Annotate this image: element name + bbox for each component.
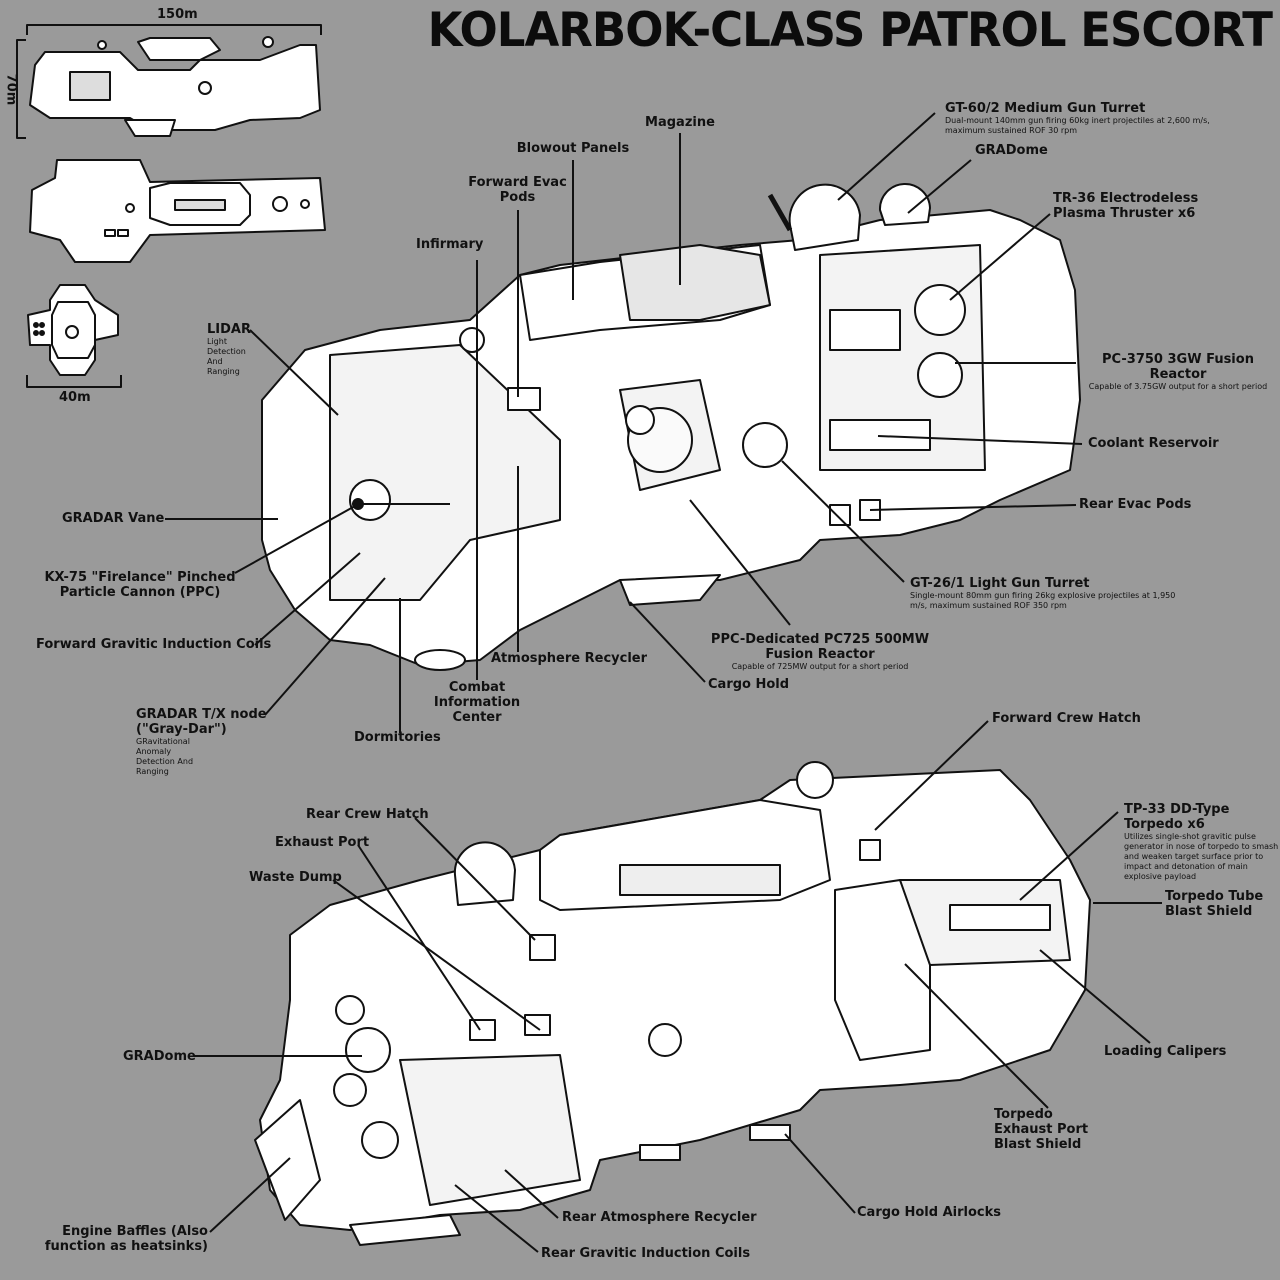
top-view: [29, 159, 326, 263]
dimension-bar-width: [26, 375, 122, 388]
label-gt60-turret: GT-60/2 Medium Gun Turret Dual-mount 140…: [945, 101, 1215, 136]
label-rear-atmosphere-recycler: Rear Atmosphere Recycler: [562, 1210, 757, 1225]
label-atmosphere-recycler: Atmosphere Recycler: [491, 651, 648, 666]
label-pc3750-reactor: PC-3750 3GW Fusion Reactor Capable of 3.…: [1078, 352, 1278, 392]
label-waste-dump: Waste Dump: [249, 870, 342, 885]
label-gradome-upper: GRADome: [975, 143, 1048, 158]
label-rear-evac-pods: Rear Evac Pods: [1079, 497, 1192, 512]
label-gradome-lower: GRADome: [123, 1049, 196, 1064]
page-title: KOLARBOK-CLASS PATROL ESCORT: [427, 2, 1273, 58]
dimension-bar-height: [16, 39, 26, 139]
label-gradar-node: GRADAR T/X node ("Gray-Dar") GRavitation…: [136, 707, 267, 776]
label-forward-gravitic-coils: Forward Gravitic Induction Coils: [36, 637, 272, 652]
label-coolant-reservoir: Coolant Reservoir: [1088, 436, 1219, 451]
label-ppc-reactor: PPC-Dedicated PC725 500MW Fusion Reactor…: [705, 632, 935, 672]
label-infirmary: Infirmary: [416, 237, 484, 252]
label-forward-crew-hatch: Forward Crew Hatch: [992, 711, 1141, 726]
label-gt26-desc: Single-mount 80mm gun firing 26kg explos…: [910, 591, 1176, 610]
label-magazine: Magazine: [645, 115, 715, 130]
label-pc3750-desc: Capable of 3.75GW output for a short per…: [1088, 382, 1268, 391]
label-loading-calipers: Loading Calipers: [1104, 1044, 1227, 1059]
leader-lines: [165, 112, 1162, 1253]
label-exhaust-port: Exhaust Port: [275, 835, 370, 850]
label-blowout-panels: Blowout Panels: [516, 141, 630, 156]
label-tp33-desc: Utilizes single-shot gravitic pulse gene…: [1124, 832, 1279, 881]
label-engine-baffles: Engine Baffles (Also function as heatsin…: [44, 1224, 208, 1254]
label-gradar-vane: GRADAR Vane: [62, 511, 165, 526]
label-dormitories: Dormitories: [354, 730, 441, 745]
side-view: [29, 36, 321, 137]
label-gt60-desc: Dual-mount 140mm gun firing 60kg inert p…: [945, 116, 1210, 135]
label-cargo-hold-airlocks: Cargo Hold Airlocks: [857, 1205, 1001, 1220]
rear-quarter-ship: [254, 761, 1091, 1246]
label-torpedo-tube-blast-shield: Torpedo Tube Blast Shield: [1165, 889, 1264, 919]
label-tr36-thruster: TR-36 Electrodeless Plasma Thruster x6: [1053, 191, 1199, 221]
dimension-bar-length: [26, 24, 322, 35]
label-lidar: LIDAR Light Detection And Ranging: [207, 322, 267, 377]
dimension-width: 40m: [59, 390, 91, 405]
dimension-height: 70m: [3, 73, 19, 106]
cutaway-ship: [261, 183, 1081, 671]
label-lidar-desc: Light Detection And Ranging: [207, 337, 246, 376]
label-forward-evac-pods: Forward Evac Pods: [468, 175, 567, 205]
label-kx75-ppc: KX-75 "Firelance" Pinched Particle Canno…: [44, 570, 236, 600]
label-gt26-turret: GT-26/1 Light Gun Turret Single-mount 80…: [910, 576, 1180, 611]
dimension-length: 150m: [157, 7, 198, 22]
front-view: [27, 284, 119, 376]
label-cargo-hold: Cargo Hold: [708, 677, 790, 692]
label-rear-gravitic-coils: Rear Gravitic Induction Coils: [541, 1246, 751, 1261]
label-combat-information-center: Combat Information Center: [433, 680, 521, 725]
label-ppc-reactor-desc: Capable of 725MW output for a short peri…: [731, 662, 909, 671]
label-rear-crew-hatch: Rear Crew Hatch: [306, 807, 429, 822]
label-tp33-torpedo: TP-33 DD-Type Torpedo x6 Utilizes single…: [1124, 802, 1279, 881]
label-gradar-node-desc: GRavitational Anomaly Detection And Rang…: [136, 737, 194, 776]
label-torpedo-exhaust-shield: Torpedo Exhaust Port Blast Shield: [994, 1107, 1089, 1152]
